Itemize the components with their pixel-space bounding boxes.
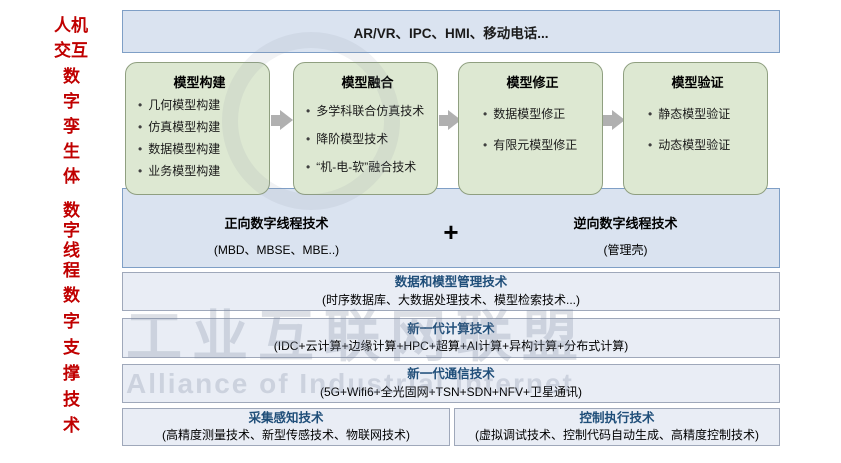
data-model-management-bar: 数据和模型管理技术 (时序数据库、大数据处理技术、模型检索技术...)	[122, 272, 780, 311]
list-item-text: 业务模型构建	[148, 164, 221, 178]
list-item: • 几何模型构建	[138, 98, 261, 113]
bar-subtitle: (5G+Wifi6+全光固网+TSN+SDN+NFV+卫星通讯)	[319, 384, 583, 399]
list-item-text: 数据模型构建	[148, 142, 221, 156]
list-item-text: 动态模型验证	[658, 138, 731, 152]
label-digital-twin-body: 数字孪生体	[63, 67, 80, 186]
model-correction-box: 模型修正 • 数据模型修正 • 有限元模型修正	[458, 62, 603, 195]
forward-thread-title: 正向数字线程技术	[224, 216, 329, 231]
bullet-icon: •	[138, 98, 143, 112]
list-item: • “机-电-软”融合技术	[306, 160, 429, 175]
communication-technology-bar: 新一代通信技术 (5G+Wifi6+全光固网+TSN+SDN+NFV+卫星通讯)	[122, 364, 780, 403]
bullet-icon: •	[306, 132, 311, 146]
list-item-text: 多学科联合仿真技术	[316, 104, 425, 118]
human-machine-interaction-bar: AR/VR、IPC、HMI、移动电话...	[122, 10, 780, 53]
bar-title: 新一代通信技术	[407, 367, 495, 382]
label-human-machine-interaction: 人机交互	[54, 16, 88, 60]
model-fusion-box: 模型融合 • 多学科联合仿真技术 • 降阶模型技术 • “机-电-软”融合技术	[293, 62, 438, 195]
bullet-icon: •	[648, 107, 653, 121]
list-item: • 静态模型验证	[636, 107, 759, 122]
model-verification-box: 模型验证 • 静态模型验证 • 动态模型验证	[623, 62, 768, 195]
arrow-right-icon	[439, 110, 461, 130]
bar-subtitle: (时序数据库、大数据处理技术、模型检索技术...)	[322, 292, 580, 307]
bar-subtitle: (IDC+云计算+边缘计算+HPC+超算+AI计算+异构计算+分布式计算)	[273, 339, 629, 354]
forward-thread-section: 正向数字线程技术 (MBD、MBSE、MBE..)	[123, 213, 430, 267]
list-item-text: 静态模型验证	[658, 107, 731, 121]
list-item: • 降阶模型技术	[306, 132, 429, 147]
box-title: 采集感知技术	[248, 410, 324, 425]
sensing-technology-box: 采集感知技术 (高精度测量技术、新型传感技术、物联网技术)	[122, 408, 450, 446]
reverse-thread-section: 逆向数字线程技术 (管理壳)	[472, 213, 779, 267]
bullet-icon: •	[648, 138, 653, 152]
box-title: 模型修正	[506, 75, 559, 90]
computing-technology-bar: 新一代计算技术 (IDC+云计算+边缘计算+HPC+超算+AI计算+异构计算+分…	[122, 318, 780, 358]
label-digital-support-tech: 数字支撑技术	[63, 286, 80, 435]
list-item: • 有限元模型修正	[471, 138, 594, 153]
list-item: • 业务模型构建	[138, 164, 261, 179]
list-item-text: “机-电-软”融合技术	[316, 160, 417, 174]
forward-thread-subtitle: (MBD、MBSE、MBE..)	[213, 243, 340, 257]
list-item-text: 降阶模型技术	[316, 132, 389, 146]
bullet-icon: •	[306, 160, 311, 174]
bullet-icon: •	[138, 164, 143, 178]
box-title: 模型验证	[671, 75, 724, 90]
box-title: 模型构建	[173, 75, 226, 90]
list-item: • 动态模型验证	[636, 138, 759, 153]
list-item-text: 仿真模型构建	[148, 120, 221, 134]
arrow-right-icon	[603, 110, 625, 130]
plus-sign: +	[443, 217, 459, 247]
digital-thread-band: 正向数字线程技术 (MBD、MBSE、MBE..) + 逆向数字线程技术 (管理…	[122, 188, 780, 268]
box-subtitle: (高精度测量技术、新型传感技术、物联网技术)	[162, 428, 410, 443]
arrow-right-icon	[271, 110, 293, 130]
list-item-text: 几何模型构建	[148, 98, 221, 112]
list-item-text: 数据模型修正	[493, 107, 566, 121]
list-item: • 数据模型修正	[471, 107, 594, 122]
control-execution-box: 控制执行技术 (虚拟调试技术、控制代码自动生成、高精度控制技术)	[454, 408, 780, 446]
bullet-icon: •	[306, 104, 311, 118]
bar-title: 新一代计算技术	[407, 321, 495, 336]
box-subtitle: (虚拟调试技术、控制代码自动生成、高精度控制技术)	[475, 428, 759, 443]
list-item: • 多学科联合仿真技术	[306, 104, 429, 119]
bullet-icon: •	[483, 138, 488, 152]
interaction-bar-text: AR/VR、IPC、HMI、移动电话...	[353, 25, 549, 41]
bullet-icon: •	[138, 142, 143, 156]
box-title: 模型融合	[341, 75, 394, 90]
bar-title: 数据和模型管理技术	[394, 275, 508, 290]
reverse-thread-title: 逆向数字线程技术	[573, 216, 678, 231]
list-item: • 仿真模型构建	[138, 120, 261, 135]
reverse-thread-subtitle: (管理壳)	[603, 243, 648, 257]
bullet-icon: •	[138, 120, 143, 134]
label-digital-thread: 数字线程	[63, 201, 80, 280]
list-item-text: 有限元模型修正	[493, 138, 578, 152]
bullet-icon: •	[483, 107, 488, 121]
list-item: • 数据模型构建	[138, 142, 261, 157]
box-title: 控制执行技术	[579, 410, 655, 425]
model-construction-box: 模型构建 • 几何模型构建 • 仿真模型构建 • 数据模型构建 • 业务模型构建	[125, 62, 270, 195]
